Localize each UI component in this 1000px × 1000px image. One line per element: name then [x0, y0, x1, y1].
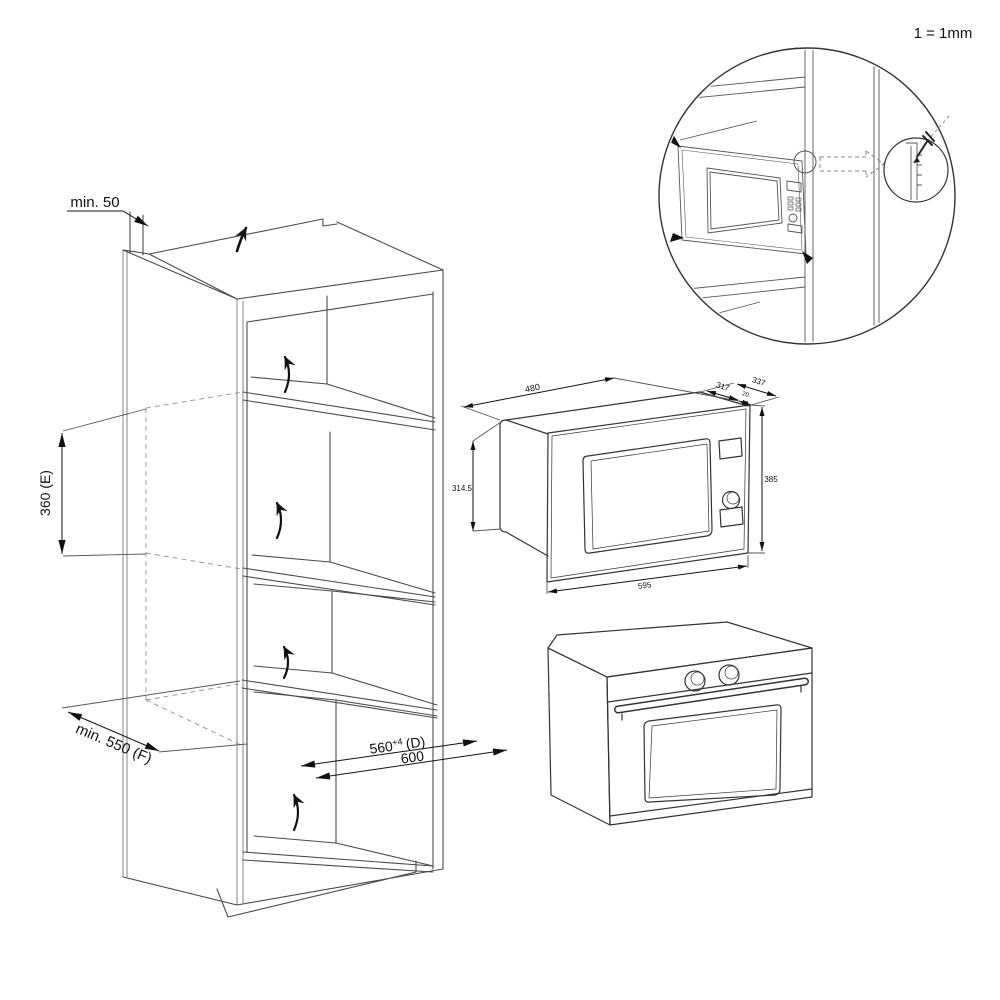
oven-top-face — [547, 621, 813, 678]
dim-label-front-height: 385 — [764, 475, 778, 484]
detail-cabinet-panels — [804, 50, 880, 342]
detail-microwave-buttons — [787, 196, 802, 212]
screw-position-circle — [793, 150, 817, 174]
oven-drawing — [547, 621, 813, 826]
detail-top-shelf — [662, 76, 806, 141]
shelf-2 — [242, 567, 436, 606]
dim-line-480 — [463, 377, 615, 408]
oven-knob-top — [690, 671, 705, 686]
scale-note: 1 = 1mm — [914, 25, 973, 42]
dim-label-body-width: 480 — [524, 382, 541, 395]
dim-label-niche-height: 360 (E) — [37, 470, 53, 516]
wall-gap-annotation: min. 50 — [67, 194, 149, 256]
oven-left-face — [547, 647, 611, 826]
dimension-min550f: min. 550 (F) — [61, 680, 248, 767]
microwave-body-left-face — [499, 419, 549, 557]
oven-door-window — [643, 704, 782, 803]
dim-label-front-width: 595 — [638, 580, 653, 591]
microwave-knob-icon — [721, 490, 741, 510]
dim-line-595 — [547, 564, 748, 594]
dimension-560d: 560+4(D) — [300, 733, 478, 768]
shelf-3 — [241, 679, 438, 719]
microwave-door-window-inner — [590, 443, 710, 550]
compartment-3-interior — [253, 583, 438, 706]
dim-label-top-clearance: min. 50 — [70, 194, 119, 211]
dim-extension-lines — [62, 408, 147, 557]
mount-arrow-icon — [670, 233, 684, 242]
screw-detail-outline — [883, 137, 949, 203]
screw-icon — [916, 131, 935, 158]
niche-width-letter: (D) — [405, 733, 426, 752]
dim-label-cabinet-width: 600 — [400, 747, 426, 766]
airflow-arrow-icon — [283, 355, 296, 394]
detail-circle — [658, 47, 956, 345]
microwave-knob-top — [726, 491, 740, 505]
screw-leader-dashed — [928, 115, 950, 140]
oven-knob-icon — [684, 670, 706, 692]
airflow-arrow-top-icon — [235, 226, 248, 253]
dim-label-total-depth: 337 — [751, 375, 767, 388]
compartment-1-interior — [250, 295, 436, 419]
detail-microwave-frame-inner — [681, 149, 803, 251]
microwave-front-frame — [546, 404, 751, 583]
detail-microwave-button — [787, 223, 803, 234]
microwave-button — [719, 506, 744, 528]
detail-circle-content — [662, 50, 885, 342]
oven-door-window-inner — [648, 709, 778, 799]
dimension-600: 600 — [315, 747, 508, 780]
detail-microwave-knob-icon — [788, 213, 798, 223]
niche-width-value: 560 — [368, 738, 394, 757]
detail-microwave-door — [706, 167, 783, 234]
ventilation-arrows — [235, 226, 305, 832]
detail-screw-circle — [883, 115, 950, 203]
dim-line-317 — [706, 390, 739, 401]
airflow-arrow-icon — [292, 793, 305, 832]
detail-microwave-display — [786, 180, 802, 193]
microwave-door-window — [582, 438, 713, 554]
dim-line-337 — [736, 383, 777, 397]
wall-edge-lines — [129, 211, 144, 256]
shelf-1 — [242, 391, 436, 431]
dim-label-body-height: 314.5 — [452, 484, 473, 493]
dim-line-20 — [738, 399, 752, 407]
oven-handle-icon — [615, 679, 808, 712]
airflow-arrow-icon — [275, 501, 288, 540]
microwave-display — [718, 437, 743, 460]
dim-line — [67, 711, 160, 752]
microwave-dimensions: 480 317 20 337 314.5 385 595 — [452, 375, 780, 594]
dim-label-frame-protrusion: 20 — [741, 391, 750, 399]
mounting-strip — [906, 142, 922, 200]
oven-front-face — [606, 647, 813, 826]
detail-microwave-frame — [677, 145, 807, 255]
compartment-4-interior — [253, 691, 438, 867]
dim-label-recessed-depth: 317 — [715, 380, 731, 393]
dim-extension-lines — [460, 377, 780, 594]
oven-knob-top — [724, 665, 739, 680]
dim-line — [315, 748, 508, 780]
mount-arrow-icon — [802, 251, 813, 264]
niche-width-tolerance: +4 — [392, 736, 404, 747]
cabinet-vertical-edges — [122, 250, 244, 905]
oven-knob-icon — [718, 664, 740, 686]
microwave-front-frame-inner — [550, 408, 747, 579]
dim-extension-lines — [61, 680, 248, 753]
oven-handle-posts — [621, 685, 802, 721]
cabinet-drawing — [122, 218, 444, 918]
microwave-drawing — [499, 391, 751, 583]
airflow-arrow-icon — [282, 645, 295, 680]
dimension-360e: 360 (E) — [37, 408, 147, 557]
screw-tip-icon — [913, 157, 920, 163]
detail-circle-outline — [658, 47, 956, 345]
compartment-2-interior — [251, 431, 436, 594]
cabinet-base-plinth — [122, 851, 444, 918]
min50-leader-arrow-icon — [122, 210, 149, 227]
